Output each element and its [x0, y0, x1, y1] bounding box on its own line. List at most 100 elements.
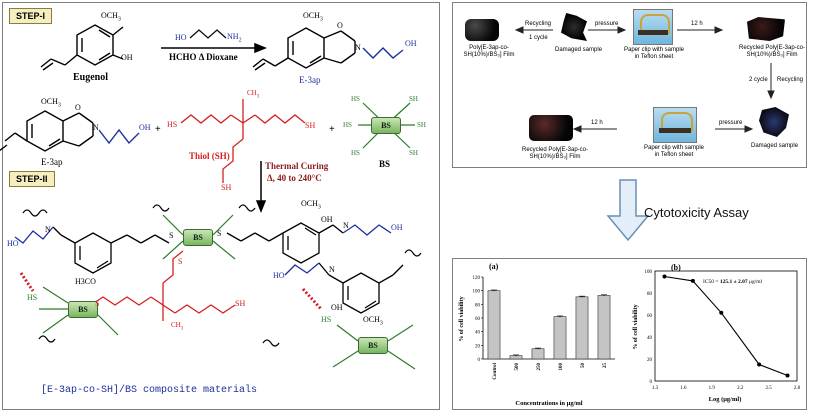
- y-axis-label-b: % of cell viability: [633, 304, 639, 349]
- cycle-1-label: 1 cycle: [529, 35, 548, 41]
- x-tick-label-b: 2.5: [765, 386, 772, 391]
- plus-sign-2: +: [329, 124, 335, 135]
- network-n-left: N: [45, 225, 51, 234]
- network-hs-right: HS: [321, 315, 332, 324]
- network-oh-right: OH: [331, 303, 343, 312]
- hydroxyl-label: OH: [121, 53, 133, 62]
- x-axis-label-a: Concentrations in μg/ml: [515, 400, 582, 407]
- y-tick-label-a: 20: [475, 344, 481, 349]
- recycled-caption-1: Recycled Poly[E-3ap-co-SH(10%)/BS₃] Film: [738, 45, 806, 58]
- bs-core-network-1: BS: [183, 229, 213, 246]
- network-h3co: H3CO: [75, 277, 96, 286]
- e3ap-hydroxyl: OH: [405, 39, 417, 48]
- e3ap-row-nitrogen: N: [93, 123, 99, 132]
- network-n-top: N: [343, 221, 349, 230]
- network-sh-mid: SH: [235, 299, 246, 308]
- x-tick-label-a: 100: [559, 363, 564, 371]
- recycling-arrows: [514, 26, 775, 133]
- y-tick-label-b: 80: [647, 292, 653, 297]
- thiol-sh-bottom: SH: [221, 183, 232, 192]
- film-photo: [465, 19, 499, 41]
- e3ap-row-hydroxyl: OH: [139, 123, 151, 132]
- cytotoxicity-title: Cytotoxicity Assay: [644, 205, 749, 220]
- step-1-label: STEP-I: [9, 8, 53, 24]
- e3ap-row-methoxy: OCH3: [41, 97, 61, 109]
- e3ap-methoxy-label: OCH3: [303, 11, 323, 23]
- x-tick-label-b: 1.9: [709, 386, 716, 391]
- x-tick-label-b: 2.2: [737, 386, 744, 391]
- ic50-unit: μg/ml: [748, 279, 763, 285]
- y-tick-label-a: 60: [475, 317, 481, 322]
- bs-sh-6: SH: [409, 149, 418, 157]
- bs-core-reactant: BS: [371, 117, 401, 134]
- aminopropanol-ho: HO: [175, 33, 187, 42]
- network-ho-left: HO: [7, 239, 19, 248]
- bs-sh-4: SH: [417, 121, 426, 129]
- duration-label-2: 12 h: [591, 120, 603, 126]
- synthesis-panel: STEP-I: [0, 2, 440, 410]
- x-tick-label-a: Control: [493, 362, 498, 379]
- plus-sign-1: +: [155, 124, 161, 135]
- x-tick-label-b: 2.8: [794, 386, 801, 391]
- recycled-film-photo-1: [747, 17, 785, 41]
- network-n-right: N: [329, 265, 335, 274]
- network-methyl: CH3: [171, 321, 184, 332]
- methoxy-label: OCH3: [101, 11, 121, 23]
- oxazine-oxygen: O: [337, 21, 343, 30]
- characterization-panel: Poly[E-3ap-co-SH(10%)/BS₃] Film Recyclin…: [444, 2, 815, 410]
- bs-core-network-3: BS: [358, 337, 388, 354]
- recycling-label-1: Recycling: [525, 21, 552, 27]
- network-methoxy-right: OCH3: [363, 315, 383, 327]
- bar: [487, 290, 501, 360]
- paper-clip-photo-1: [633, 9, 673, 45]
- eugenol-structure: [0, 24, 422, 370]
- x-tick-label-b: 1.6: [680, 386, 687, 391]
- bar: [553, 316, 567, 360]
- e3ap-row-oxygen: O: [75, 103, 81, 112]
- thioether-s-3: S: [178, 257, 183, 266]
- network-oh-top: OH: [321, 215, 333, 224]
- step-2-label: STEP-II: [9, 171, 55, 187]
- y-tick-label-b: 100: [645, 270, 653, 275]
- plot-frame-b: [654, 270, 798, 382]
- network-ho-right: HO: [273, 271, 285, 280]
- panel-label-a: (a): [489, 262, 499, 271]
- thioether-s-2: S: [217, 229, 222, 238]
- x-tick-label-a: 500: [515, 363, 520, 371]
- composite-caption: [E-3ap-co-SH]/BS composite materials: [41, 385, 258, 396]
- network-hs-left: HS: [27, 293, 38, 302]
- bs-sh-2: SH: [409, 95, 418, 103]
- paper-clip-photo-2: [653, 107, 697, 143]
- data-point: [785, 373, 790, 378]
- e3ap-reactant-label: E-3ap: [41, 157, 63, 167]
- thioether-s-1: S: [169, 231, 174, 240]
- reaction-reagents: HCHO Δ Dioxane: [169, 52, 238, 62]
- thiol-sh-left: HS: [167, 120, 178, 129]
- x-tick-label-a: 50: [581, 363, 586, 369]
- damaged-label-2: Damaged sample: [751, 143, 799, 149]
- curing-conditions: Δ, 40 to 240°C: [267, 173, 322, 183]
- eugenol-label: Eugenol: [73, 72, 109, 83]
- network-methoxy-top: OCH3: [301, 199, 321, 211]
- bar: [575, 296, 589, 360]
- oxazine-nitrogen: N: [355, 43, 361, 52]
- y-tick-label-a: 40: [475, 331, 481, 336]
- pressure-label-2: pressure: [719, 120, 743, 126]
- e3ap-product-label: E-3ap: [299, 75, 321, 85]
- ic50-value: 125.1 ± 2.07: [720, 279, 748, 285]
- panel-label-b: (b): [671, 263, 681, 272]
- x-axis-label-b: Log (μg/ml): [709, 396, 742, 403]
- bs-core-network-2: BS: [68, 301, 98, 318]
- data-point: [719, 310, 724, 315]
- recycled-film-photo-2: [529, 115, 573, 141]
- data-point: [757, 362, 762, 367]
- recycling-box: Poly[E-3ap-co-SH(10%)/BS₃] Film Recyclin…: [452, 2, 807, 168]
- bar: [531, 348, 545, 360]
- paper-clip-caption-1: Paper clip with sample in Teflon sheet: [623, 47, 685, 60]
- viability-line: [664, 275, 788, 377]
- aminopropanol-nh2: NH2: [227, 32, 242, 44]
- bs-sh-1: HS: [351, 95, 360, 103]
